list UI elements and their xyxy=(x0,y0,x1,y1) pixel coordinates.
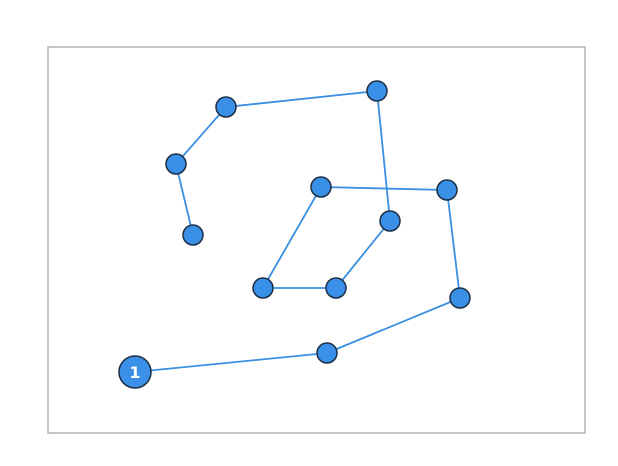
dot-3[interactable] xyxy=(449,287,471,309)
dot-6[interactable] xyxy=(252,277,274,299)
dot-2[interactable] xyxy=(316,342,338,364)
dot-5[interactable] xyxy=(310,176,332,198)
dot-7[interactable] xyxy=(325,277,347,299)
path-segment-2 xyxy=(326,297,461,354)
start-dot-label: 1 xyxy=(129,363,140,382)
path-segment-3 xyxy=(446,189,461,299)
connecting-path xyxy=(134,90,461,373)
path-segment-9 xyxy=(225,90,378,108)
start-dot[interactable]: 1 xyxy=(118,355,152,389)
path-segment-1 xyxy=(134,352,328,373)
path-segment-10 xyxy=(175,106,227,165)
dot-12[interactable] xyxy=(182,224,204,246)
dot-8[interactable] xyxy=(379,210,401,232)
dot-11[interactable] xyxy=(165,153,187,175)
start-dot-circle[interactable] xyxy=(118,355,152,389)
path-segment-7 xyxy=(335,220,391,289)
path-segment-4 xyxy=(320,186,448,191)
path-segment-8 xyxy=(376,90,391,222)
dot-9[interactable] xyxy=(366,80,388,102)
dot-10[interactable] xyxy=(215,96,237,118)
path-segment-5 xyxy=(262,186,322,289)
path-segment-11 xyxy=(175,163,194,236)
dots-layer xyxy=(165,80,471,364)
dot-4[interactable] xyxy=(436,179,458,201)
